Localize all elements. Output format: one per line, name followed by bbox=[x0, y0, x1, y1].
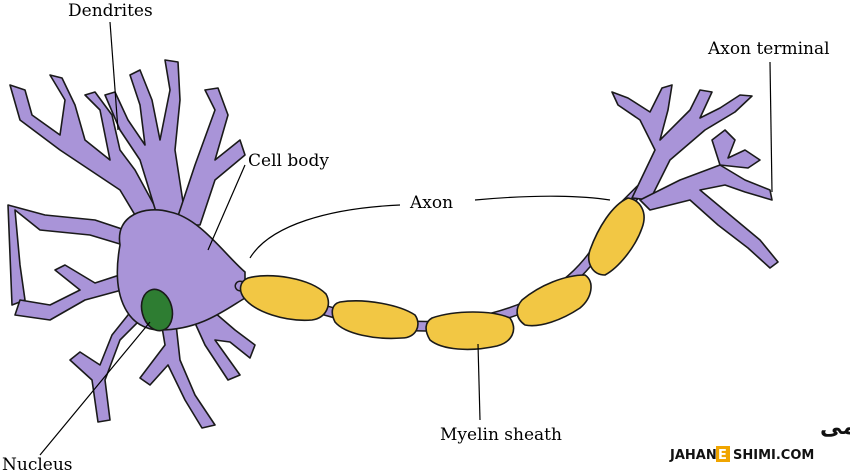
dendrite-mid-left bbox=[7, 204, 141, 306]
axon-leader-left bbox=[249, 204, 401, 259]
label-cell-body: Cell body bbox=[248, 151, 329, 171]
label-nucleus: Nucleus bbox=[2, 455, 73, 475]
nucleus-leader bbox=[39, 321, 151, 456]
watermark-latin-mid: E bbox=[718, 448, 727, 463]
dendrite-upper-left bbox=[9, 74, 166, 241]
dendrite-left-lower bbox=[14, 264, 141, 321]
axon-terminal-branches bbox=[611, 84, 779, 269]
myelin-sheath-segments bbox=[239, 197, 645, 351]
axon-leader-right bbox=[474, 195, 611, 201]
myelin-segment-1 bbox=[239, 274, 330, 322]
axon-terminal-leader bbox=[769, 61, 773, 193]
label-axon: Axon bbox=[409, 193, 453, 213]
myelin-sheath-leader bbox=[477, 343, 481, 421]
nucleus bbox=[140, 288, 174, 332]
label-axon-terminal: Axon terminal bbox=[707, 39, 830, 59]
myelin-segment-3 bbox=[425, 311, 515, 351]
myelin-segment-5 bbox=[588, 197, 645, 276]
dendrite-top bbox=[104, 59, 186, 226]
watermark-persian: جهانِ شیمی bbox=[820, 415, 850, 443]
dendrite-upper-right bbox=[174, 87, 246, 226]
watermark-latin-left: JAHAN bbox=[669, 448, 717, 463]
watermark-logo: جهانِ شیمی JAHAN E SHIMI.COM bbox=[669, 415, 850, 463]
watermark-e-box bbox=[716, 446, 730, 462]
myelin-segment-2 bbox=[331, 300, 419, 340]
leader-lines bbox=[39, 21, 773, 456]
myelin-segment-4 bbox=[516, 274, 592, 327]
dendrites-leader bbox=[109, 21, 119, 131]
dendrite-bottom bbox=[139, 314, 216, 429]
neuron-cell bbox=[7, 59, 256, 429]
cell-body bbox=[116, 209, 246, 331]
watermark-latin-right: SHIMI.COM bbox=[733, 448, 814, 463]
label-dendrites: Dendrites bbox=[68, 1, 153, 21]
label-myelin-sheath: Myelin sheath bbox=[440, 425, 562, 445]
cell-body-leader bbox=[207, 164, 246, 251]
